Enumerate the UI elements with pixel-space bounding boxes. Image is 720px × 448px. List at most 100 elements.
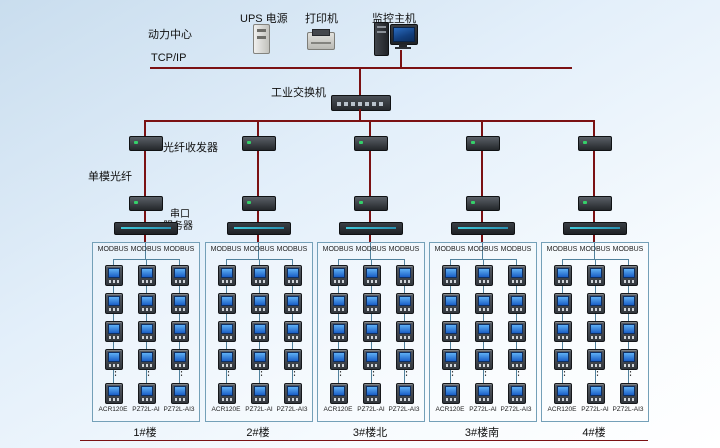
- power-meter-icon: [363, 321, 381, 342]
- host-drop-line: [400, 50, 402, 67]
- power-meter-icon: [363, 293, 381, 314]
- box-bus-drop: [145, 243, 146, 259]
- ellipsis-more-meters: ⋮: [368, 366, 379, 378]
- serial-server-icon: [227, 222, 291, 235]
- ellipsis-more-meters: ⋮: [110, 366, 121, 378]
- ups-icon: [253, 24, 270, 54]
- ellipsis-more-meters: ⋮: [401, 366, 412, 378]
- fiber-transceiver-icon: [466, 136, 500, 151]
- modbus-column-header: MODBUS: [322, 246, 354, 253]
- group-trunk-line: [593, 120, 595, 243]
- power-meter-icon: [442, 321, 460, 342]
- building-label: 4#楼: [582, 427, 606, 439]
- power-meter-icon: [363, 265, 381, 286]
- tcpip-label: TCP/IP: [151, 52, 187, 64]
- power-meter-icon: [330, 349, 348, 370]
- box-bus-drop: [258, 243, 259, 259]
- power-meter-icon: [284, 321, 302, 342]
- serial-server-icon: [451, 222, 515, 235]
- fiber-transceiver-icon: [354, 136, 388, 151]
- serial-server-icon: [114, 222, 178, 235]
- switch-drop-line: [359, 109, 361, 121]
- modbus-column-header: MODBUS: [355, 246, 387, 253]
- power-meter-icon: [587, 293, 605, 314]
- switch-label: 工业交换机: [271, 87, 326, 99]
- power-meter-icon: [330, 321, 348, 342]
- power-meter-icon: [171, 265, 189, 286]
- power-meter-icon: [442, 349, 460, 370]
- fiber-transceiver-icon: [466, 196, 500, 211]
- power-meter-icon: [330, 383, 348, 404]
- group-trunk-line: [369, 120, 371, 243]
- serial-server-label-line2: 服务器: [163, 221, 193, 232]
- modbus-column-header: MODBUS: [546, 246, 578, 253]
- ellipsis-more-meters: ⋮: [480, 366, 491, 378]
- power-meter-icon: [475, 349, 493, 370]
- industrial-switch-icon: [331, 95, 391, 111]
- power-meter-icon: [330, 293, 348, 314]
- power-meter-icon: [587, 349, 605, 370]
- power-meter-icon: [554, 383, 572, 404]
- ellipsis-more-meters: ⋮: [447, 366, 458, 378]
- power-meter-icon: [171, 293, 189, 314]
- meter-model-label: ACR120E: [211, 406, 241, 413]
- modbus-column-header: MODBUS: [130, 246, 162, 253]
- fiber-transceiver-icon: [578, 196, 612, 211]
- power-meter-icon: [138, 383, 156, 404]
- ups-label: UPS 电源: [240, 13, 288, 25]
- power-meter-icon: [251, 265, 269, 286]
- building-label: 3#楼南: [464, 427, 500, 439]
- ellipsis-more-meters: ⋮: [256, 366, 267, 378]
- fiber-transceiver-icon: [129, 196, 163, 211]
- power-meter-icon: [105, 293, 123, 314]
- power-meter-icon: [105, 265, 123, 286]
- power-meter-icon: [171, 321, 189, 342]
- tcpip-bus-line: [150, 67, 572, 69]
- modbus-column-header: MODBUS: [97, 246, 129, 253]
- power-meter-icon: [554, 265, 572, 286]
- power-meter-icon: [620, 293, 638, 314]
- power-meter-icon: [442, 265, 460, 286]
- power-meter-icon: [554, 293, 572, 314]
- monitor-stand: [399, 44, 407, 47]
- serial-server-label-line1: 串口: [170, 209, 190, 220]
- power-meter-icon: [554, 349, 572, 370]
- power-meter-icon: [330, 265, 348, 286]
- power-meter-icon: [442, 383, 460, 404]
- ellipsis-more-meters: ⋮: [335, 366, 346, 378]
- meter-model-label: PZ72L-AI: [132, 406, 160, 413]
- meter-model-label: ACR120E: [323, 406, 353, 413]
- power-meter-icon: [363, 383, 381, 404]
- meter-model-label: PZ72L-AI3: [612, 406, 644, 413]
- power-meter-icon: [508, 293, 526, 314]
- single-mode-fiber-label: 单模光纤: [88, 171, 132, 183]
- power-meter-icon: [587, 321, 605, 342]
- meter-model-label: ACR120E: [435, 406, 465, 413]
- ellipsis-more-meters: ⋮: [223, 366, 234, 378]
- meter-model-label: PZ72L-AI: [357, 406, 385, 413]
- ellipsis-more-meters: ⋮: [143, 366, 154, 378]
- power-meter-icon: [105, 349, 123, 370]
- power-meter-icon: [396, 383, 414, 404]
- modbus-column-header: MODBUS: [163, 246, 195, 253]
- power-meter-icon: [138, 293, 156, 314]
- power-meter-icon: [396, 293, 414, 314]
- modbus-column-header: MODBUS: [500, 246, 532, 253]
- meter-model-label: ACR120E: [98, 406, 128, 413]
- power-center-label: 动力中心: [148, 29, 192, 41]
- fiber-transceiver-icon: [242, 136, 276, 151]
- power-meter-icon: [554, 321, 572, 342]
- printer-icon: [307, 29, 335, 50]
- power-meter-icon: [284, 293, 302, 314]
- ellipsis-more-meters: ⋮: [176, 366, 187, 378]
- modbus-column-header: MODBUS: [243, 246, 275, 253]
- power-meter-icon: [218, 293, 236, 314]
- power-meter-icon: [620, 265, 638, 286]
- meter-model-label: PZ72L-AI3: [276, 406, 308, 413]
- power-meter-icon: [620, 383, 638, 404]
- fiber-transceiver-icon: [354, 196, 388, 211]
